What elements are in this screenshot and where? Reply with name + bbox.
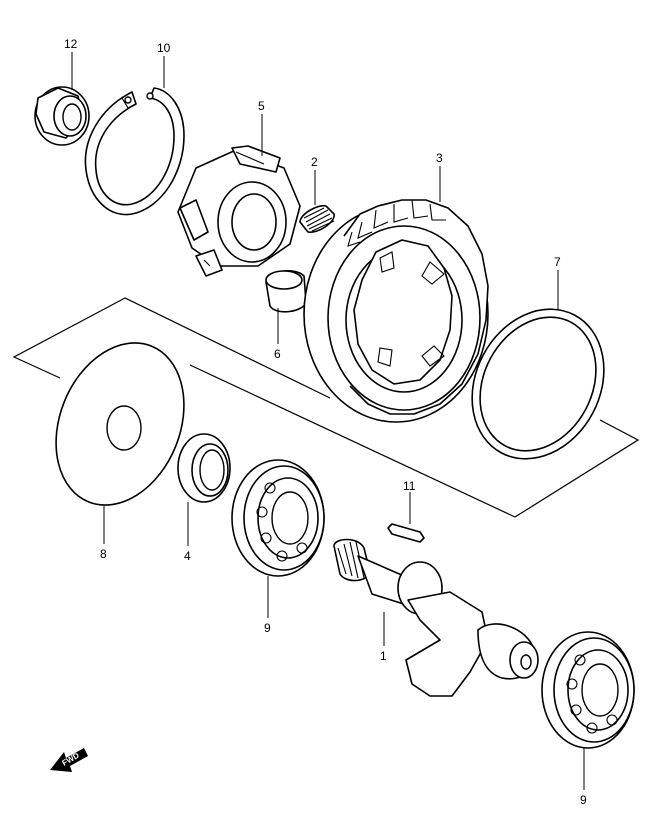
callout-12: 12 bbox=[64, 37, 78, 51]
callout-9-upper: 9 bbox=[264, 621, 271, 635]
part-2-spring[interactable] bbox=[299, 204, 335, 233]
fwd-arrow-icon: FWD bbox=[50, 748, 88, 772]
part-6-roller[interactable] bbox=[265, 270, 307, 313]
callout-4: 4 bbox=[184, 549, 191, 563]
part-7-o-ring[interactable] bbox=[447, 286, 630, 482]
part-3-gear[interactable] bbox=[303, 199, 489, 423]
callout-11: 11 bbox=[403, 479, 416, 493]
part-9-bearing-upper[interactable] bbox=[231, 459, 325, 577]
callout-10: 10 bbox=[157, 41, 171, 55]
part-10-circlip[interactable] bbox=[84, 87, 185, 216]
callout-9-lower: 9 bbox=[580, 793, 587, 807]
callout-8: 8 bbox=[100, 547, 107, 561]
part-12-flange-nut[interactable] bbox=[34, 86, 90, 146]
part-9-bearing-lower[interactable] bbox=[541, 631, 635, 749]
callout-5: 5 bbox=[258, 99, 265, 113]
callout-7: 7 bbox=[554, 255, 561, 269]
part-1-shaft[interactable] bbox=[333, 538, 539, 697]
part-8-washer[interactable] bbox=[33, 324, 207, 525]
reference-plane-right bbox=[189, 364, 640, 518]
callout-3: 3 bbox=[436, 151, 443, 165]
callout-1: 1 bbox=[380, 649, 387, 663]
part-11-key[interactable] bbox=[387, 523, 425, 543]
leader-lines bbox=[71, 52, 585, 790]
part-5-cam[interactable] bbox=[177, 145, 301, 277]
callout-labels: 12 10 5 2 3 7 6 11 8 4 9 1 9 bbox=[64, 37, 587, 807]
callout-2: 2 bbox=[311, 155, 318, 169]
part-4-oil-seal[interactable] bbox=[177, 433, 231, 503]
callout-6: 6 bbox=[274, 347, 281, 361]
reference-plane bbox=[12, 297, 331, 399]
